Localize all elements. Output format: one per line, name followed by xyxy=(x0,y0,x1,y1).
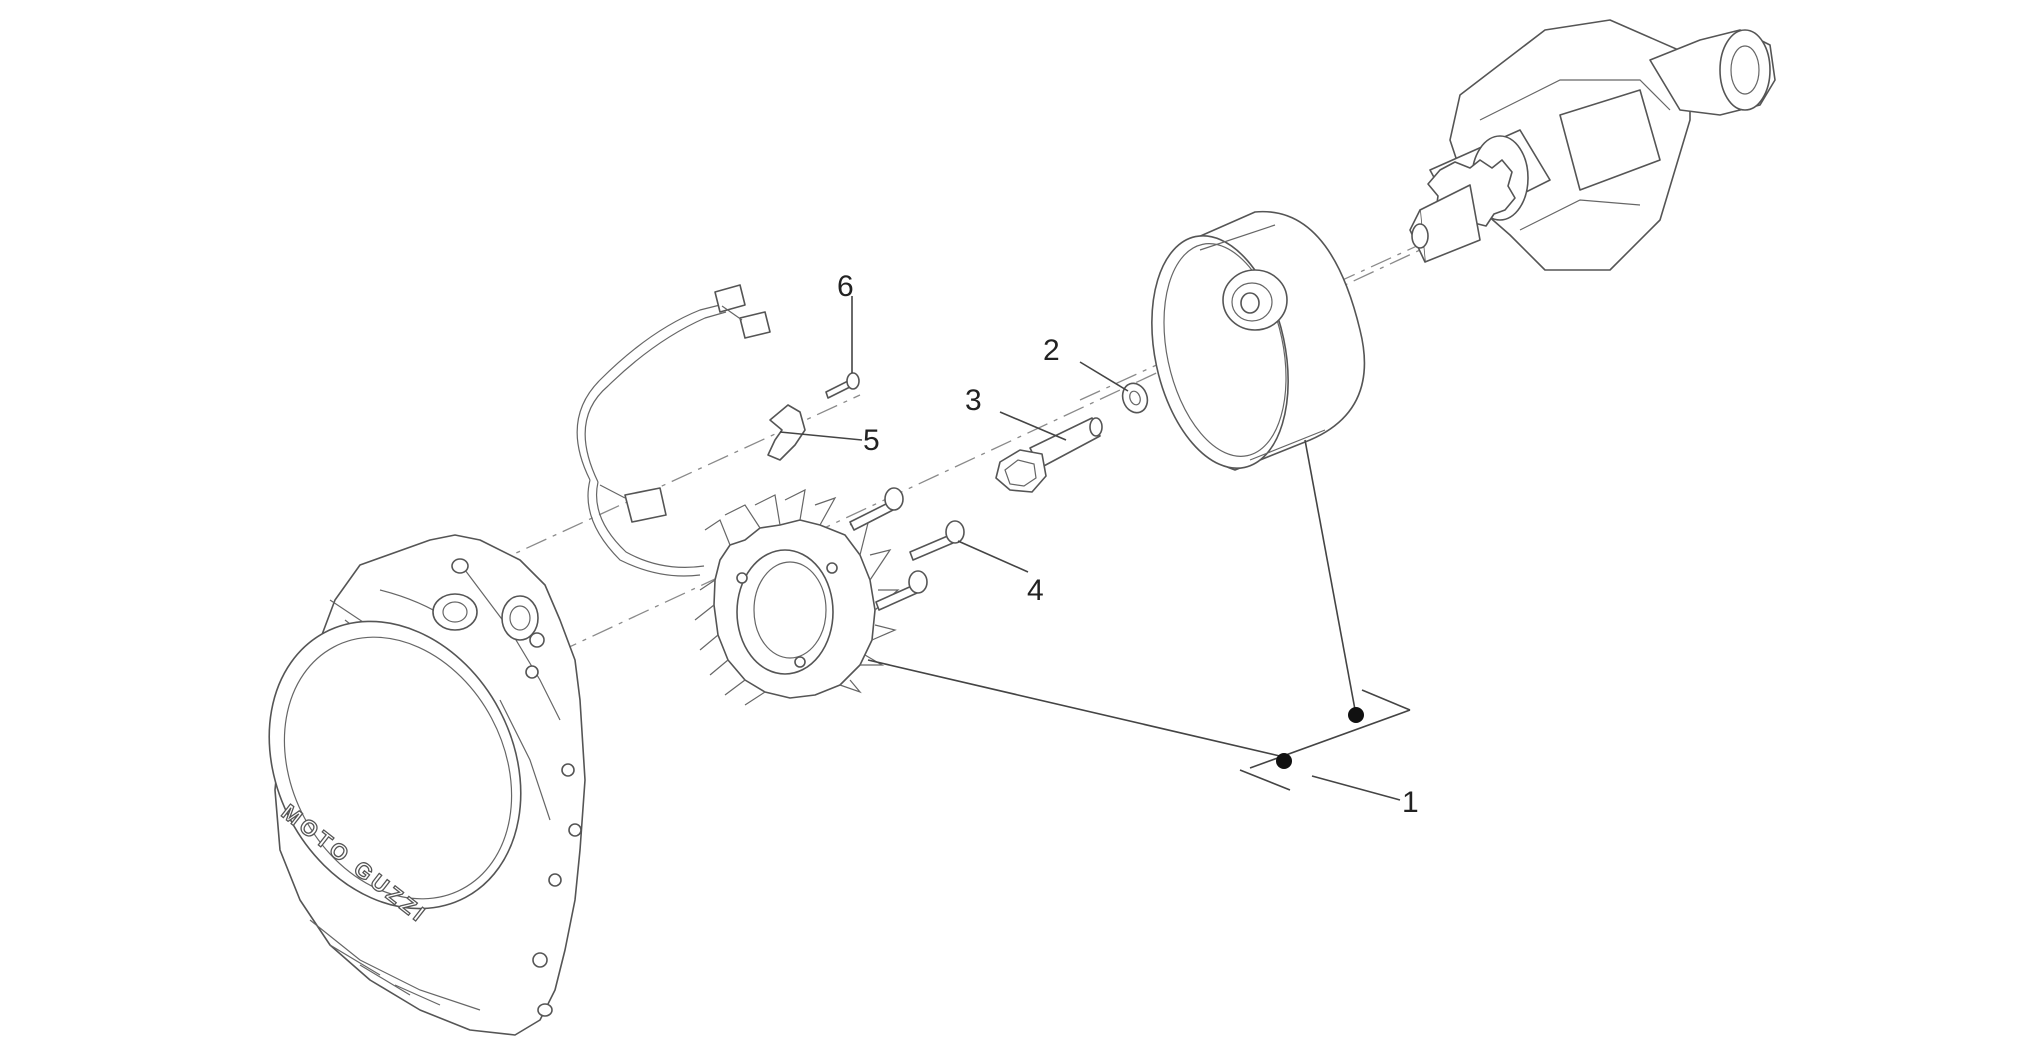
crankshaft xyxy=(1409,19,1776,271)
callout-6: 6 xyxy=(837,270,854,303)
callout-4: 4 xyxy=(1027,574,1044,607)
callout-1: 1 xyxy=(1402,786,1419,819)
bullet-dot xyxy=(1348,707,1364,723)
callout-2: 2 xyxy=(1043,334,1060,367)
flange-bolt xyxy=(995,417,1103,493)
bullet-dot xyxy=(1276,753,1292,769)
wiring-harness xyxy=(576,284,771,577)
callout-3: 3 xyxy=(965,384,982,417)
stator xyxy=(694,488,900,706)
generator-cover xyxy=(268,534,586,1036)
washer xyxy=(1121,382,1149,414)
rotor-flywheel xyxy=(1151,210,1366,471)
stator-screws xyxy=(849,487,965,611)
callouts: 1 2 3 4 5 6 xyxy=(837,270,1419,819)
small-screw xyxy=(825,372,860,399)
callout-5: 5 xyxy=(863,424,880,457)
leader-lines xyxy=(779,296,1411,801)
